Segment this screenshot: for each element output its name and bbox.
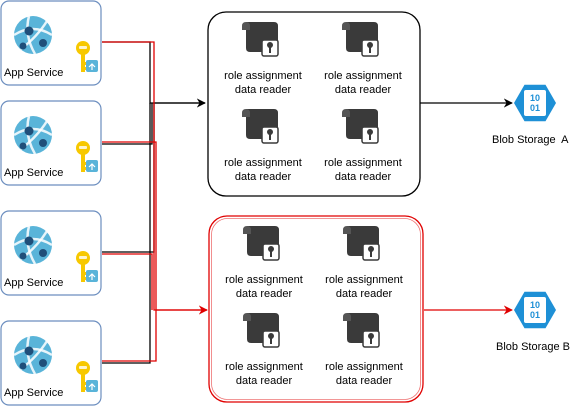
role-assignment-item[interactable]: role assignment data reader	[224, 109, 302, 183]
role-assignment-label: role assignment	[225, 274, 303, 286]
role-assignment-scroll-icon	[342, 109, 379, 144]
role-assignment-label: role assignment	[224, 157, 302, 169]
role-assignment-item[interactable]: role assignment data reader	[224, 22, 302, 96]
connectors	[102, 41, 513, 364]
app-service-card[interactable]: App Service	[0, 100, 102, 186]
role-assignment-sublabel: data reader	[336, 375, 393, 387]
role-assignment-sublabel: data reader	[235, 84, 292, 96]
role-assignment-label: role assignment	[325, 361, 403, 373]
role-assignment-scroll-icon	[243, 226, 280, 261]
key-icon	[76, 141, 98, 172]
role-assignment-label: role assignment	[225, 361, 303, 373]
connector-app-3-to-group-b	[102, 253, 153, 310]
role-assignment-item[interactable]: role assignment data reader	[225, 313, 303, 387]
connector-app-2-to-group-b	[102, 141, 157, 310]
role-assignment-scroll-icon	[242, 22, 279, 57]
app-service-card[interactable]: App Service	[0, 320, 102, 406]
role-assignment-item[interactable]: role assignment data reader	[324, 109, 402, 183]
app-service-icon	[13, 335, 53, 375]
svg-text:10: 10	[530, 93, 540, 103]
role-assignment-item[interactable]: role assignment data reader	[225, 226, 303, 300]
svg-text:10: 10	[530, 300, 540, 310]
app-service-label: App Service	[4, 387, 63, 399]
role-assignment-label: role assignment	[324, 70, 402, 82]
role-assignment-item[interactable]: role assignment data reader	[324, 22, 402, 96]
key-icon	[76, 251, 98, 282]
role-assignment-item[interactable]: role assignment data reader	[325, 226, 403, 300]
app-service-label: App Service	[4, 67, 63, 79]
role-assignment-sublabel: data reader	[335, 84, 392, 96]
blob-storage-label: Blob Storage B	[496, 341, 570, 353]
app-service-icon	[13, 15, 53, 55]
svg-text:01: 01	[530, 310, 540, 320]
app-service-label: App Service	[4, 167, 63, 179]
role-assignment-sublabel: data reader	[236, 375, 293, 387]
connector-app-4-to-group-b	[102, 305, 208, 362]
role-assignment-label: role assignment	[325, 274, 403, 286]
app-service-icon	[13, 225, 53, 265]
role-assignment-sublabel: data reader	[236, 288, 293, 300]
role-assignment-scroll-icon	[343, 226, 380, 261]
role-assignment-item[interactable]: role assignment data reader	[325, 313, 403, 387]
key-icon	[76, 361, 98, 392]
app-service-card[interactable]: App Service	[0, 0, 102, 86]
app-service-card[interactable]: App Service	[0, 210, 102, 296]
role-assignment-scroll-icon	[342, 22, 379, 57]
connector-app-1-to-group-b	[102, 41, 207, 311]
role-assignment-scroll-icon	[242, 109, 279, 144]
role-assignment-label: role assignment	[224, 70, 302, 82]
app-service-label: App Service	[4, 277, 63, 289]
role-assignment-scroll-icon	[243, 313, 280, 348]
connector-app-4-to-group-a	[102, 103, 151, 364]
role-assignment-label: role assignment	[324, 157, 402, 169]
connector-app-2-to-group-a	[102, 103, 153, 145]
role-assignment-sublabel: data reader	[335, 171, 392, 183]
svg-text:01: 01	[530, 103, 540, 113]
blob-storage-label: Blob Storage A	[492, 134, 569, 146]
key-icon	[76, 41, 98, 72]
role-assignment-sublabel: data reader	[336, 288, 393, 300]
app-service-icon	[13, 115, 53, 155]
role-assignment-scroll-icon	[343, 313, 380, 348]
role-assignment-sublabel: data reader	[235, 171, 292, 183]
